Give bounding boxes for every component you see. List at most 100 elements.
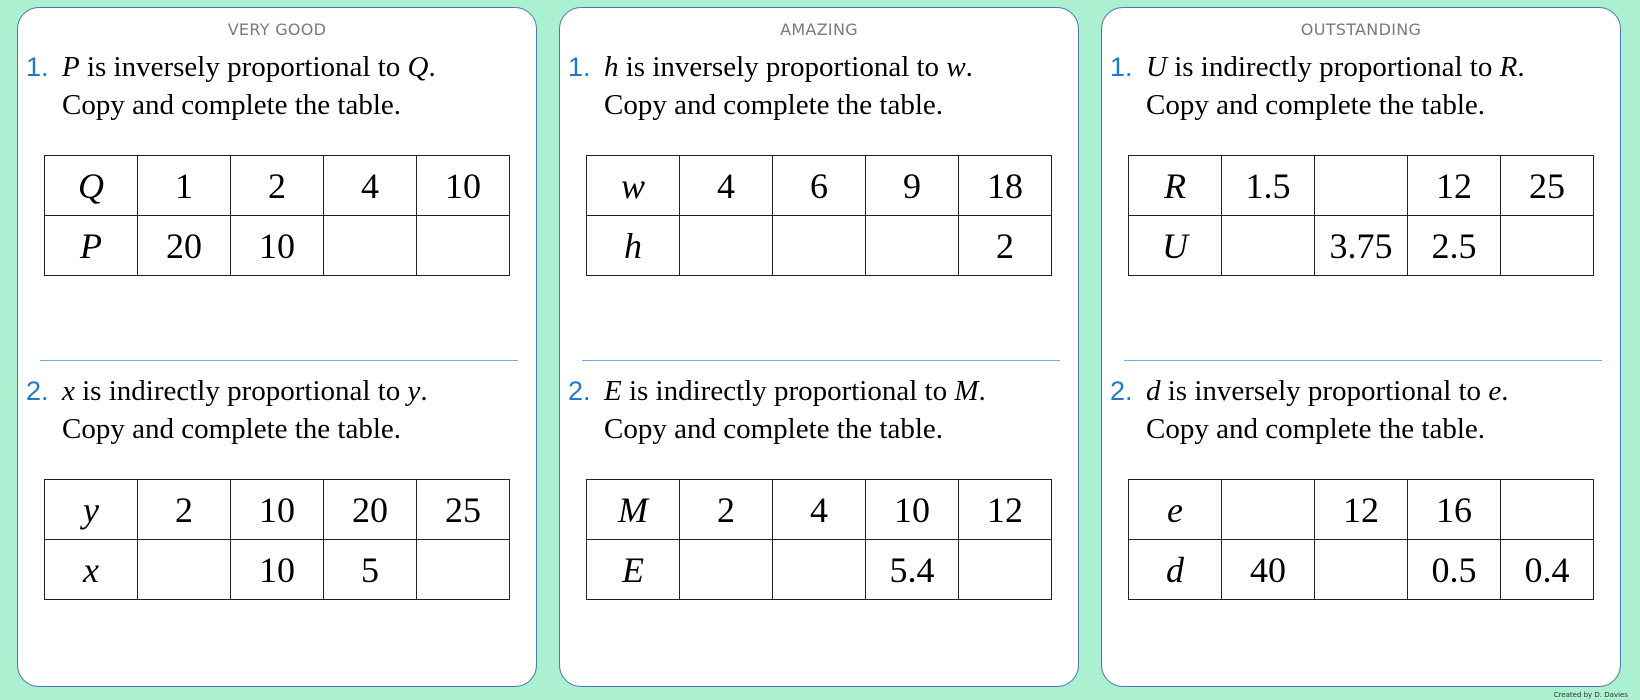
- row-label: P: [44, 215, 138, 276]
- question-number: 1.: [26, 52, 49, 82]
- question-number: 1.: [1110, 52, 1133, 82]
- card-title: OUTSTANDING: [1300, 20, 1422, 39]
- table-cell: 2: [137, 479, 231, 540]
- card-title: VERY GOOD: [227, 20, 327, 39]
- row-label: y: [44, 479, 138, 540]
- table-cell: [1221, 215, 1315, 276]
- instruction-text: Copy and complete the table.: [62, 413, 402, 445]
- card-title: AMAZING: [780, 20, 858, 39]
- punctuation: .: [1517, 51, 1525, 83]
- table-cell: [772, 539, 866, 600]
- variable: y: [407, 375, 421, 407]
- table-cell: [1500, 479, 1594, 540]
- table-cell: 2.5: [1407, 215, 1501, 276]
- table-cell: 5.4: [865, 539, 959, 600]
- table-cell: 4: [323, 155, 417, 216]
- punctuation: .: [1501, 375, 1509, 407]
- variable: h: [604, 51, 619, 83]
- table-cell: [416, 215, 510, 276]
- table-cell: 12: [958, 479, 1052, 540]
- row-label: x: [44, 539, 138, 600]
- table-cell: 4: [679, 155, 773, 216]
- instruction-text: Copy and complete the table.: [1146, 413, 1486, 445]
- table-cell: [1314, 539, 1408, 600]
- divider: [40, 360, 518, 361]
- row-label: Q: [44, 155, 138, 216]
- table-cell: 1.5: [1221, 155, 1315, 216]
- question-text: is inversely proportional to: [618, 51, 947, 83]
- table-row: E 5.4: [586, 539, 1052, 600]
- table-cell: 20: [137, 215, 231, 276]
- question-text: is indirectly proportional to: [1166, 51, 1500, 83]
- table-cell: 2: [958, 215, 1052, 276]
- table-cell: 25: [1500, 155, 1594, 216]
- row-label: d: [1128, 539, 1222, 600]
- divider: [582, 360, 1060, 361]
- table-cell: [679, 215, 773, 276]
- row-label: M: [586, 479, 680, 540]
- table-cell: 18: [958, 155, 1052, 216]
- row-label: h: [586, 215, 680, 276]
- variable: M: [954, 375, 979, 407]
- table-cell: [958, 539, 1052, 600]
- question-number: 1.: [568, 52, 591, 82]
- question-1: 1.U is indirectly proportional to R. Cop…: [1110, 48, 1525, 124]
- table-cell: 12: [1407, 155, 1501, 216]
- table-cell: 25: [416, 479, 510, 540]
- variable: d: [1146, 375, 1161, 407]
- punctuation: .: [965, 51, 973, 83]
- table-cell: 9: [865, 155, 959, 216]
- variable: U: [1146, 51, 1167, 83]
- table-cell: [772, 215, 866, 276]
- table-cell: 4: [772, 479, 866, 540]
- table-cell: 2: [230, 155, 324, 216]
- row-label: U: [1128, 215, 1222, 276]
- table-cell: 40: [1221, 539, 1315, 600]
- table-cell: 10: [416, 155, 510, 216]
- question-text: is indirectly proportional to: [74, 375, 408, 407]
- table-cell: 10: [865, 479, 959, 540]
- table-cell: 6: [772, 155, 866, 216]
- variable: e: [1488, 375, 1502, 407]
- variable: x: [62, 375, 75, 407]
- credit-text: Created by D. Davies: [1553, 691, 1628, 699]
- question-text: is indirectly proportional to: [621, 375, 955, 407]
- card-amazing: AMAZING 1. h is inversely proportional to…: [559, 7, 1079, 687]
- question-2: 2. d is inversely proportional to e. Copy…: [1110, 372, 1508, 448]
- table-cell: [137, 539, 231, 600]
- question-text: is inversely proportional to: [1160, 375, 1489, 407]
- variable: P: [62, 51, 80, 83]
- variable: E: [604, 375, 622, 407]
- row-label: E: [586, 539, 680, 600]
- table-cell: 5: [323, 539, 417, 600]
- row-label: R: [1128, 155, 1222, 216]
- instruction-text: Copy and complete the table.: [62, 89, 402, 121]
- question-2: 2.x is indirectly proportional to y. Cop…: [26, 372, 428, 448]
- table-cell: [1314, 155, 1408, 216]
- question-2: 2.E is indirectly proportional to M. Cop…: [568, 372, 986, 448]
- table-cell: [416, 539, 510, 600]
- table-cell: 0.5: [1407, 539, 1501, 600]
- table-cell: 10: [230, 479, 324, 540]
- table-cell: 20: [323, 479, 417, 540]
- table-cell: 12: [1314, 479, 1408, 540]
- row-label: w: [586, 155, 680, 216]
- question-number: 2.: [1110, 376, 1133, 406]
- punctuation: .: [978, 375, 986, 407]
- punctuation: .: [428, 51, 436, 83]
- variable: w: [946, 51, 966, 83]
